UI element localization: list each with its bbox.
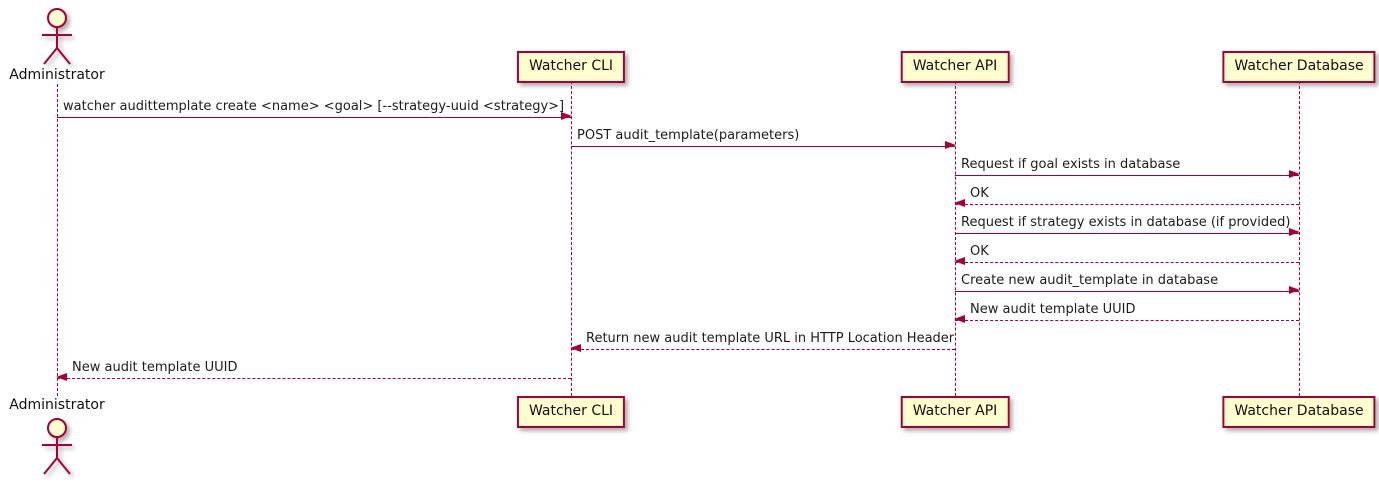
message-label: New audit template UUID <box>72 360 238 375</box>
actor-label-bottom: Administrator <box>9 397 105 413</box>
message-label: Request if goal exists in database <box>961 157 1181 172</box>
message-label: Return new audit template URL in HTTP Lo… <box>586 331 955 346</box>
message-post-audit-template: POST audit_template(parameters) <box>571 128 956 149</box>
lifeline-watcher-api <box>955 81 956 396</box>
message-ok-strategy: OK <box>954 244 1299 265</box>
message-new-uuid-to-admin: New audit template UUID <box>56 360 571 381</box>
message-create-audit-template-db: Create new audit_template in database <box>955 273 1300 294</box>
participant-watcher-database-top: Watcher Database <box>1222 51 1376 83</box>
message-request-strategy-exists: Request if strategy exists in database (… <box>955 215 1300 236</box>
message-ok-goal: OK <box>954 186 1299 207</box>
participant-watcher-api-bottom: Watcher API <box>900 396 1010 428</box>
message-label: POST audit_template(parameters) <box>577 128 800 143</box>
actor-icon <box>42 418 72 475</box>
message-return-url-location-header: Return new audit template URL in HTTP Lo… <box>570 331 955 352</box>
message-label: OK <box>970 186 989 201</box>
message-label: Create new audit_template in database <box>961 273 1219 288</box>
lifeline-administrator <box>57 84 58 396</box>
participant-watcher-cli-top: Watcher CLI <box>516 51 626 83</box>
message-label: OK <box>970 244 989 259</box>
message-label: New audit template UUID <box>970 302 1136 317</box>
message-create-audittemplate: watcher audittemplate create <name> <goa… <box>57 99 572 120</box>
message-request-goal-exists: Request if goal exists in database <box>955 157 1300 178</box>
message-new-uuid-from-db: New audit template UUID <box>954 302 1299 323</box>
participant-watcher-database-bottom: Watcher Database <box>1222 396 1376 428</box>
participant-watcher-api-top: Watcher API <box>900 51 1010 83</box>
message-label: Request if strategy exists in database (… <box>961 215 1291 230</box>
lifeline-watcher-cli <box>571 81 572 396</box>
actor-label-top: Administrator <box>9 67 105 83</box>
lifeline-watcher-database <box>1299 81 1300 396</box>
message-label: watcher audittemplate create <name> <goa… <box>63 99 565 114</box>
actor-icon <box>42 8 72 65</box>
participant-watcher-cli-bottom: Watcher CLI <box>516 396 626 428</box>
